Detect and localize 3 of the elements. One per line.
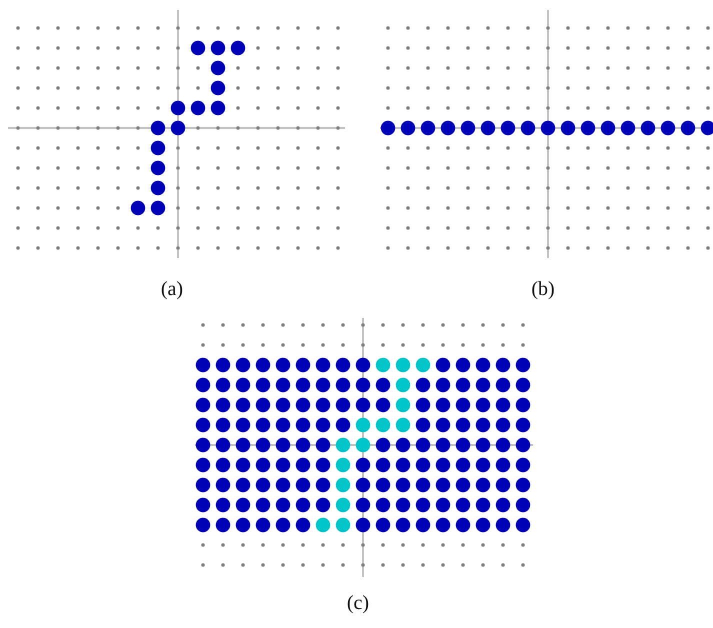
panel-label: (a) xyxy=(160,278,184,301)
panel-label: (c) xyxy=(346,592,370,615)
panel-label: (b) xyxy=(531,278,555,301)
